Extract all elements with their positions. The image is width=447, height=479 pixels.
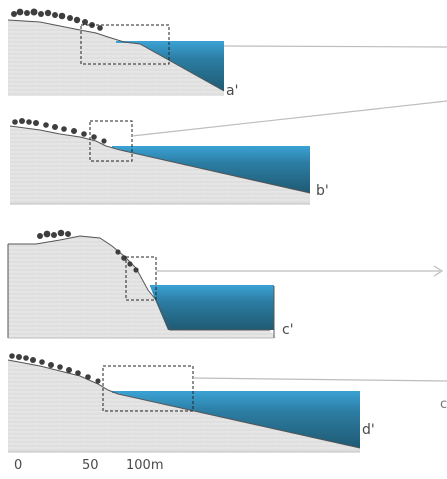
callout-line-a bbox=[223, 45, 447, 48]
ground-line-d bbox=[7, 359, 361, 449]
scale-label-0: 0 bbox=[14, 458, 23, 473]
profile-c bbox=[7, 229, 444, 339]
ground-line-a bbox=[7, 19, 225, 92]
profile-label-b: b' bbox=[316, 183, 329, 199]
profile-label-c: c' bbox=[282, 322, 294, 338]
trees-d bbox=[9, 353, 101, 384]
scale-label-100m: 100m bbox=[126, 458, 164, 473]
zoom-box-b bbox=[89, 120, 133, 162]
scale-label-50: 50 bbox=[82, 458, 99, 473]
ground-b bbox=[10, 126, 310, 204]
trees-b bbox=[12, 118, 107, 144]
zoom-box-d bbox=[102, 365, 194, 412]
cut-off-label: c bbox=[440, 397, 447, 412]
ground-d bbox=[8, 360, 360, 452]
trees-a bbox=[11, 8, 103, 31]
zoom-box-a bbox=[80, 24, 170, 65]
water-a bbox=[116, 42, 224, 91]
profile-label-d: d' bbox=[362, 422, 375, 438]
zoom-box-c bbox=[125, 256, 157, 301]
callout-line-b bbox=[131, 100, 447, 137]
profile-label-a: a' bbox=[226, 83, 239, 99]
profile-b bbox=[9, 100, 447, 205]
ground-c bbox=[8, 236, 276, 338]
ground-line-b bbox=[9, 125, 311, 194]
profile-a bbox=[7, 8, 447, 96]
callout-line-d bbox=[192, 377, 447, 382]
ground-a bbox=[8, 20, 224, 96]
water-c bbox=[150, 286, 274, 330]
trees-c bbox=[37, 229, 139, 273]
callout-arrow-c bbox=[433, 265, 444, 277]
profile-d bbox=[7, 353, 447, 453]
